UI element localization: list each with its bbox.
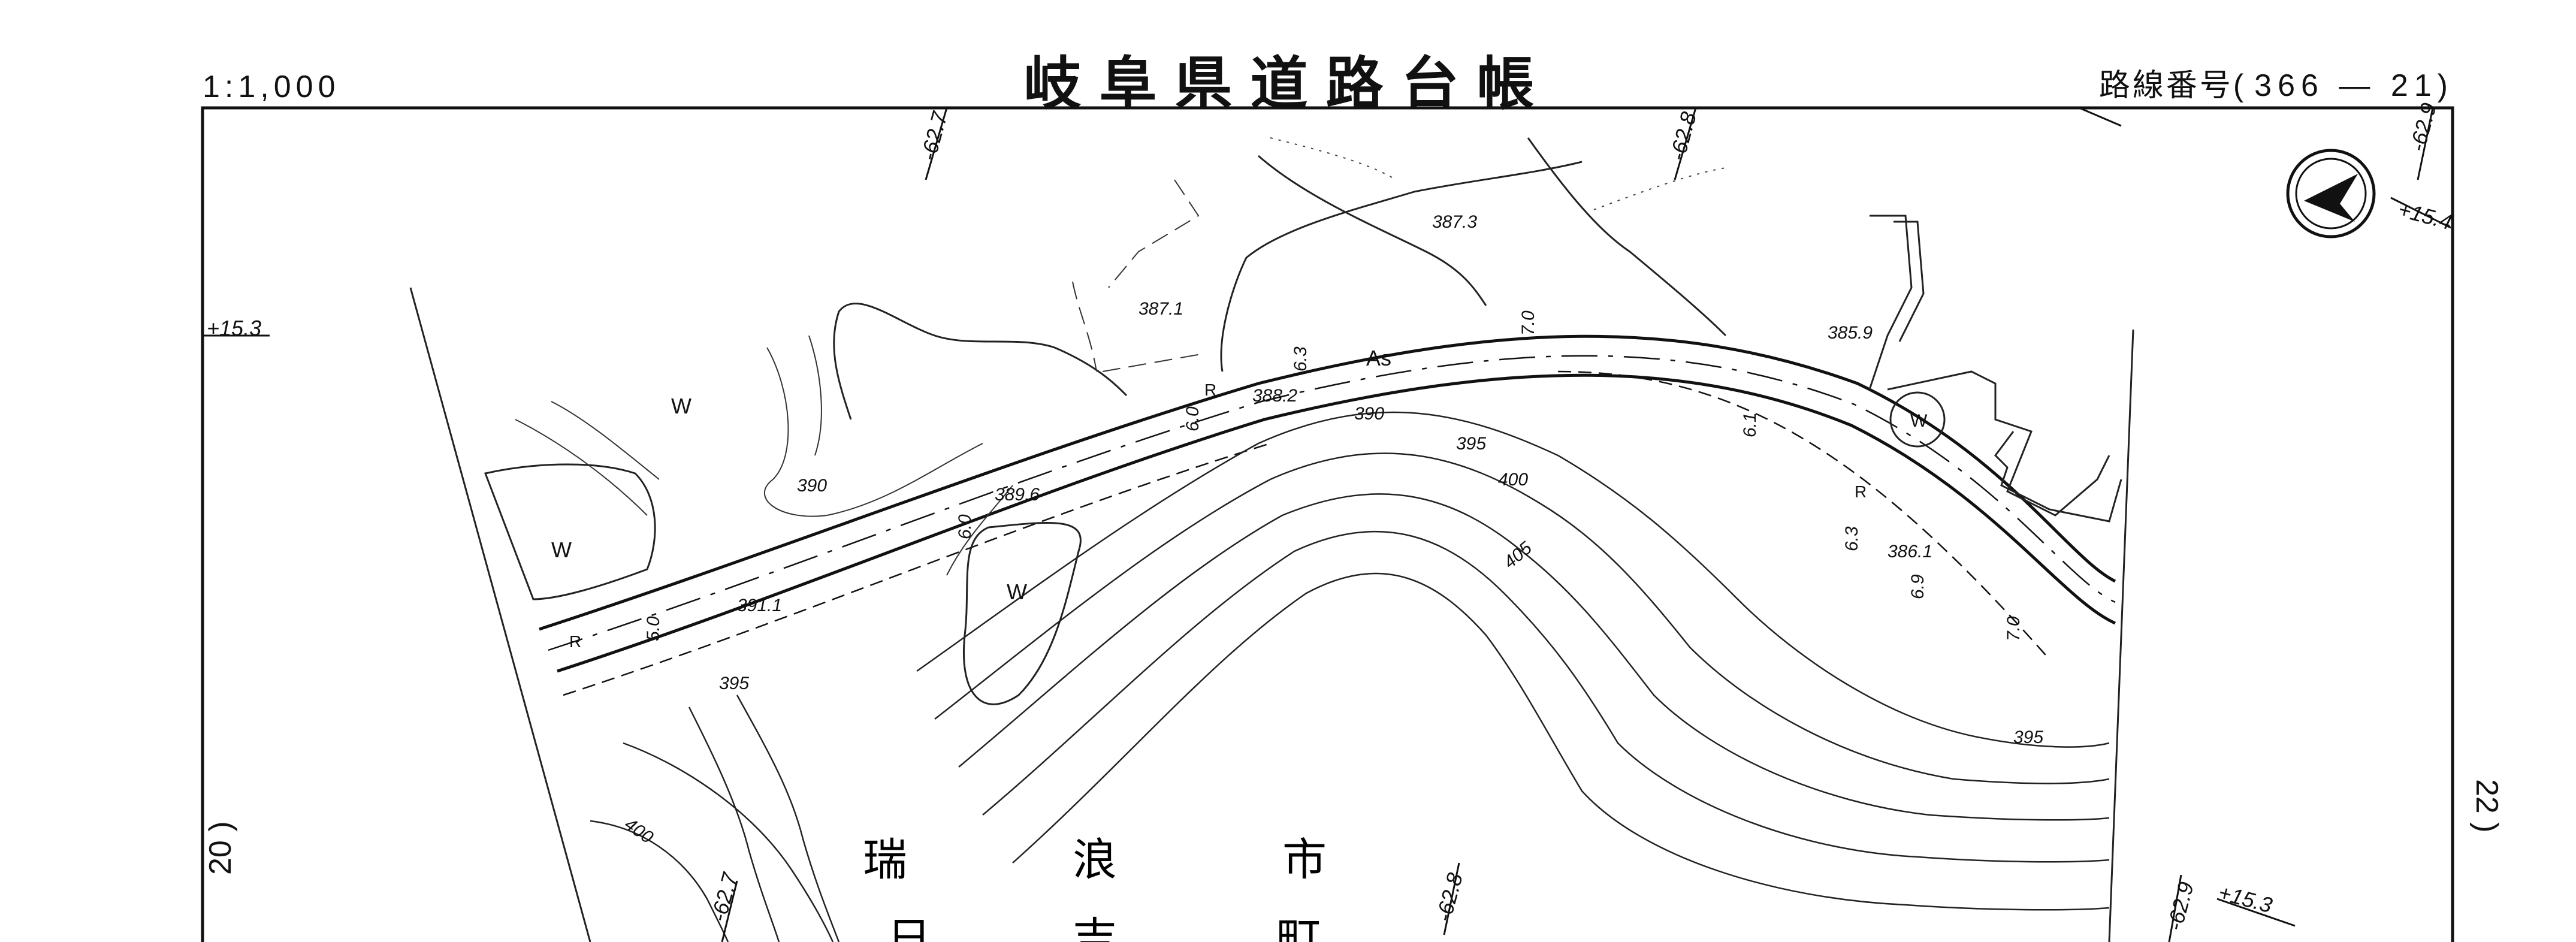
rail-symbol: R (1855, 482, 1867, 501)
survey-boundary-left (409, 287, 591, 942)
spot-height: 389.6 (995, 485, 1040, 505)
place-name-char-3: 市 (1282, 834, 1327, 886)
spot-height: 386.1 (1888, 542, 1932, 561)
partial-place-char-2: 吉 (1073, 913, 1117, 942)
contour-label: 400 (621, 814, 657, 848)
water-symbol: W (551, 538, 572, 562)
spot-height: 387.1 (1138, 299, 1183, 319)
spot-height: 385.9 (1828, 323, 1873, 343)
route-number: 366 — 21 (2254, 68, 2438, 103)
contour-label: 390 (1354, 404, 1384, 424)
rail-symbol: R (1204, 381, 1216, 399)
route-close-paren: ) (2437, 68, 2450, 103)
survey-boundary-right (2108, 329, 2134, 942)
compass-north-arrow-icon (2286, 149, 2376, 238)
place-name-char-1: 瑞 (863, 834, 907, 886)
spot-height: 388.2 (1252, 386, 1297, 406)
contour-label: 400 (1498, 470, 1528, 490)
route-number-label: 路線番号(366 — 21) (2099, 60, 2450, 105)
grid-label: -62.9 (2162, 879, 2198, 933)
contour-label: 405 (1500, 538, 1536, 573)
route-open-paren: ( (2233, 68, 2246, 103)
contour-label: 395 (1456, 434, 1486, 454)
partial-place-char-1: 日 (887, 913, 931, 942)
water-symbol: W (671, 394, 691, 418)
rail-symbol: R (569, 632, 581, 651)
spot-height: 391.1 (737, 596, 782, 615)
road-width-label: 6.1 (1740, 412, 1760, 437)
surface-label-asphalt: As (1366, 346, 1391, 370)
vegetation-boundary (1270, 137, 1726, 210)
road-width-label: 5.0 (644, 616, 663, 641)
grid-label: -62.8 (1431, 870, 1467, 924)
contours (590, 411, 2110, 942)
water-symbol: W (1007, 579, 1027, 604)
grid-label: +15.3 (2216, 880, 2275, 917)
ponds (484, 391, 1946, 705)
grid-label: +15.4 (2396, 197, 2455, 234)
map-title: 岐阜県道路台帳 (1023, 50, 1553, 117)
contour-label: 390 (797, 476, 827, 496)
grid-label: -62.8 (1665, 109, 1701, 163)
field-boundaries (1072, 179, 1205, 372)
place-name-char-2: 浪 (1073, 834, 1117, 886)
map-frame (201, 106, 2454, 942)
road-width-label: 6.3 (1842, 526, 1862, 551)
contours-north (515, 335, 1013, 576)
upper-features (833, 137, 2122, 523)
contour-label: 395 (719, 674, 749, 693)
road (539, 334, 2116, 696)
grid-label: -62.7 (916, 108, 952, 163)
buildings (1887, 370, 2110, 517)
grid-label: -62.7 (706, 869, 742, 924)
scale-label: 1:1,000 (203, 70, 340, 104)
road-width-label: 6.0 (1183, 406, 1203, 431)
road-width-label: 6.0 (955, 514, 975, 539)
road-width-label: 7.0 (1518, 310, 1538, 336)
road-width-label: 7.0 (2004, 616, 2024, 641)
road-width-label: 6.9 (1908, 574, 1928, 599)
route-label-text: 路線番号 (2098, 68, 2233, 103)
partial-place-char-3: 町 (1276, 913, 1321, 942)
contour-label: 395 (2013, 727, 2043, 747)
road-width-label: 6.3 (1291, 346, 1310, 372)
grid-ticks (204, 107, 2451, 942)
water-symbol: W (1910, 411, 1928, 431)
grid-label: +15.3 (207, 316, 261, 340)
spot-height: 387.3 (1432, 212, 1477, 232)
